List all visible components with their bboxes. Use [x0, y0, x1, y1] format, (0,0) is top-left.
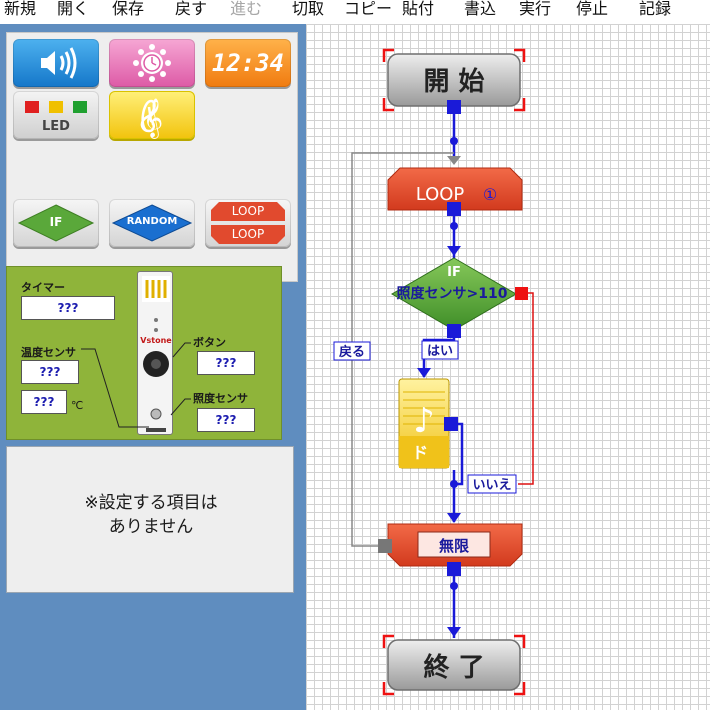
menu-copy[interactable]: コピー — [344, 0, 393, 18]
end-label: 終 了 — [423, 652, 484, 683]
random-block-button[interactable]: RANDOM — [109, 199, 195, 247]
if-yes-port[interactable] — [447, 324, 461, 338]
clock-icon: 12:34 — [211, 49, 285, 77]
timer-label: タイマー — [21, 281, 65, 294]
clock-block-button[interactable]: 12:34 — [205, 39, 291, 87]
sound-block[interactable]: ♪ ド — [398, 378, 450, 469]
loop-end-port[interactable] — [447, 562, 461, 576]
loop-end-back-port[interactable] — [378, 539, 392, 553]
menu-stop[interactable]: 停止 — [576, 0, 609, 18]
yes-label: はい — [427, 344, 453, 359]
button-label: ボタン — [193, 336, 226, 349]
back-loop-arrow — [447, 156, 461, 165]
loop-number: ① — [483, 185, 497, 204]
speaker-icon — [41, 47, 77, 79]
yes-label-box: はい — [421, 340, 459, 360]
if-title: IF — [447, 265, 461, 280]
if-icon — [17, 204, 95, 242]
settings-panel: ※設定する項目は ありません — [6, 446, 294, 593]
start-label: 開 始 — [423, 67, 484, 97]
settings-message: ※設定する項目は ありません — [84, 493, 218, 537]
end-block[interactable]: 終 了 — [382, 634, 526, 696]
no-branch-line — [518, 292, 534, 485]
loop-port[interactable] — [447, 202, 461, 216]
sun-icon — [133, 44, 171, 82]
back-label-box: 戻る — [333, 341, 371, 361]
menu-cut[interactable]: 切取 — [292, 0, 325, 18]
flow-arrowheads — [417, 246, 461, 637]
flow-canvas[interactable] — [304, 24, 710, 710]
menu-paste[interactable]: 貼付 — [402, 0, 435, 18]
loop-end-block[interactable]: 無限 — [387, 523, 523, 567]
celsius-unit: ℃ — [71, 399, 84, 412]
led-block-button[interactable]: LED — [13, 91, 99, 139]
menu-record[interactable]: 記録 — [639, 0, 672, 18]
loop-top-label: LOOP — [231, 204, 265, 218]
loop-icon — [211, 202, 285, 244]
sound-port[interactable] — [444, 417, 458, 431]
if-block-button[interactable]: IF — [13, 199, 99, 247]
temperature-label: 温度センサ — [21, 346, 76, 359]
music-icon: 𝄞 — [140, 98, 163, 139]
if-no-port[interactable] — [515, 287, 528, 300]
random-label: RANDOM — [126, 216, 178, 227]
device-board: Vstone — [137, 271, 173, 435]
left-panel: 12:34 LED 𝄞 IF — [0, 24, 304, 710]
flow-joints — [450, 137, 458, 590]
no-label: いいえ — [472, 478, 511, 493]
block-palette: 12:34 LED 𝄞 IF — [6, 32, 298, 282]
light-sensor-value: ??? — [197, 408, 255, 432]
light-sensor-label: 照度センサ — [193, 392, 248, 405]
menu-run[interactable]: 実行 — [519, 0, 552, 18]
led-label: LED — [42, 119, 70, 134]
menu-bar: 新規 開く 保存 戻す 進む 切取 コピー 貼付 書込 実行 停止 記録 — [0, 0, 710, 24]
loop-block-button[interactable]: LOOP LOOP — [205, 199, 291, 247]
led-icon — [25, 101, 87, 113]
random-icon — [111, 204, 193, 242]
sound-note-icon: ♪ — [413, 401, 435, 441]
menu-write[interactable]: 書込 — [464, 0, 497, 18]
menu-save[interactable]: 保存 — [112, 0, 145, 18]
if-condition: 照度センサ>110 — [397, 285, 508, 302]
if-block[interactable]: IF 照度センサ>110 — [391, 257, 517, 331]
temperature-value: ??? — [21, 360, 79, 384]
no-label-box: いいえ — [467, 474, 517, 494]
music-block-button[interactable]: 𝄞 — [109, 91, 195, 139]
sensor-panel: タイマー ??? 温度センサ ??? ??? ℃ Vstone — [6, 266, 282, 440]
temperature-celsius-value: ??? — [21, 390, 67, 414]
if-label: IF — [49, 215, 63, 229]
timer-value: ??? — [21, 296, 115, 320]
sound-note-name: ド — [412, 443, 428, 462]
loop-end-label: 無限 — [439, 537, 469, 555]
menu-new[interactable]: 新規 — [4, 0, 37, 18]
device-board-icon — [142, 276, 170, 432]
loop-label: LOOP — [416, 184, 465, 205]
back-label: 戻る — [338, 344, 365, 360]
menu-open[interactable]: 開く — [57, 0, 90, 18]
sound-block-button[interactable] — [13, 39, 99, 87]
start-port[interactable] — [447, 100, 461, 114]
button-value: ??? — [197, 351, 255, 375]
menu-undo[interactable]: 戻す — [175, 0, 208, 18]
loop-bottom-label: LOOP — [231, 227, 265, 241]
light-block-button[interactable] — [109, 39, 195, 87]
menu-redo[interactable]: 進む — [230, 0, 263, 18]
device-brand: Vstone — [140, 336, 172, 345]
loop-block[interactable]: LOOP ① — [387, 167, 523, 211]
